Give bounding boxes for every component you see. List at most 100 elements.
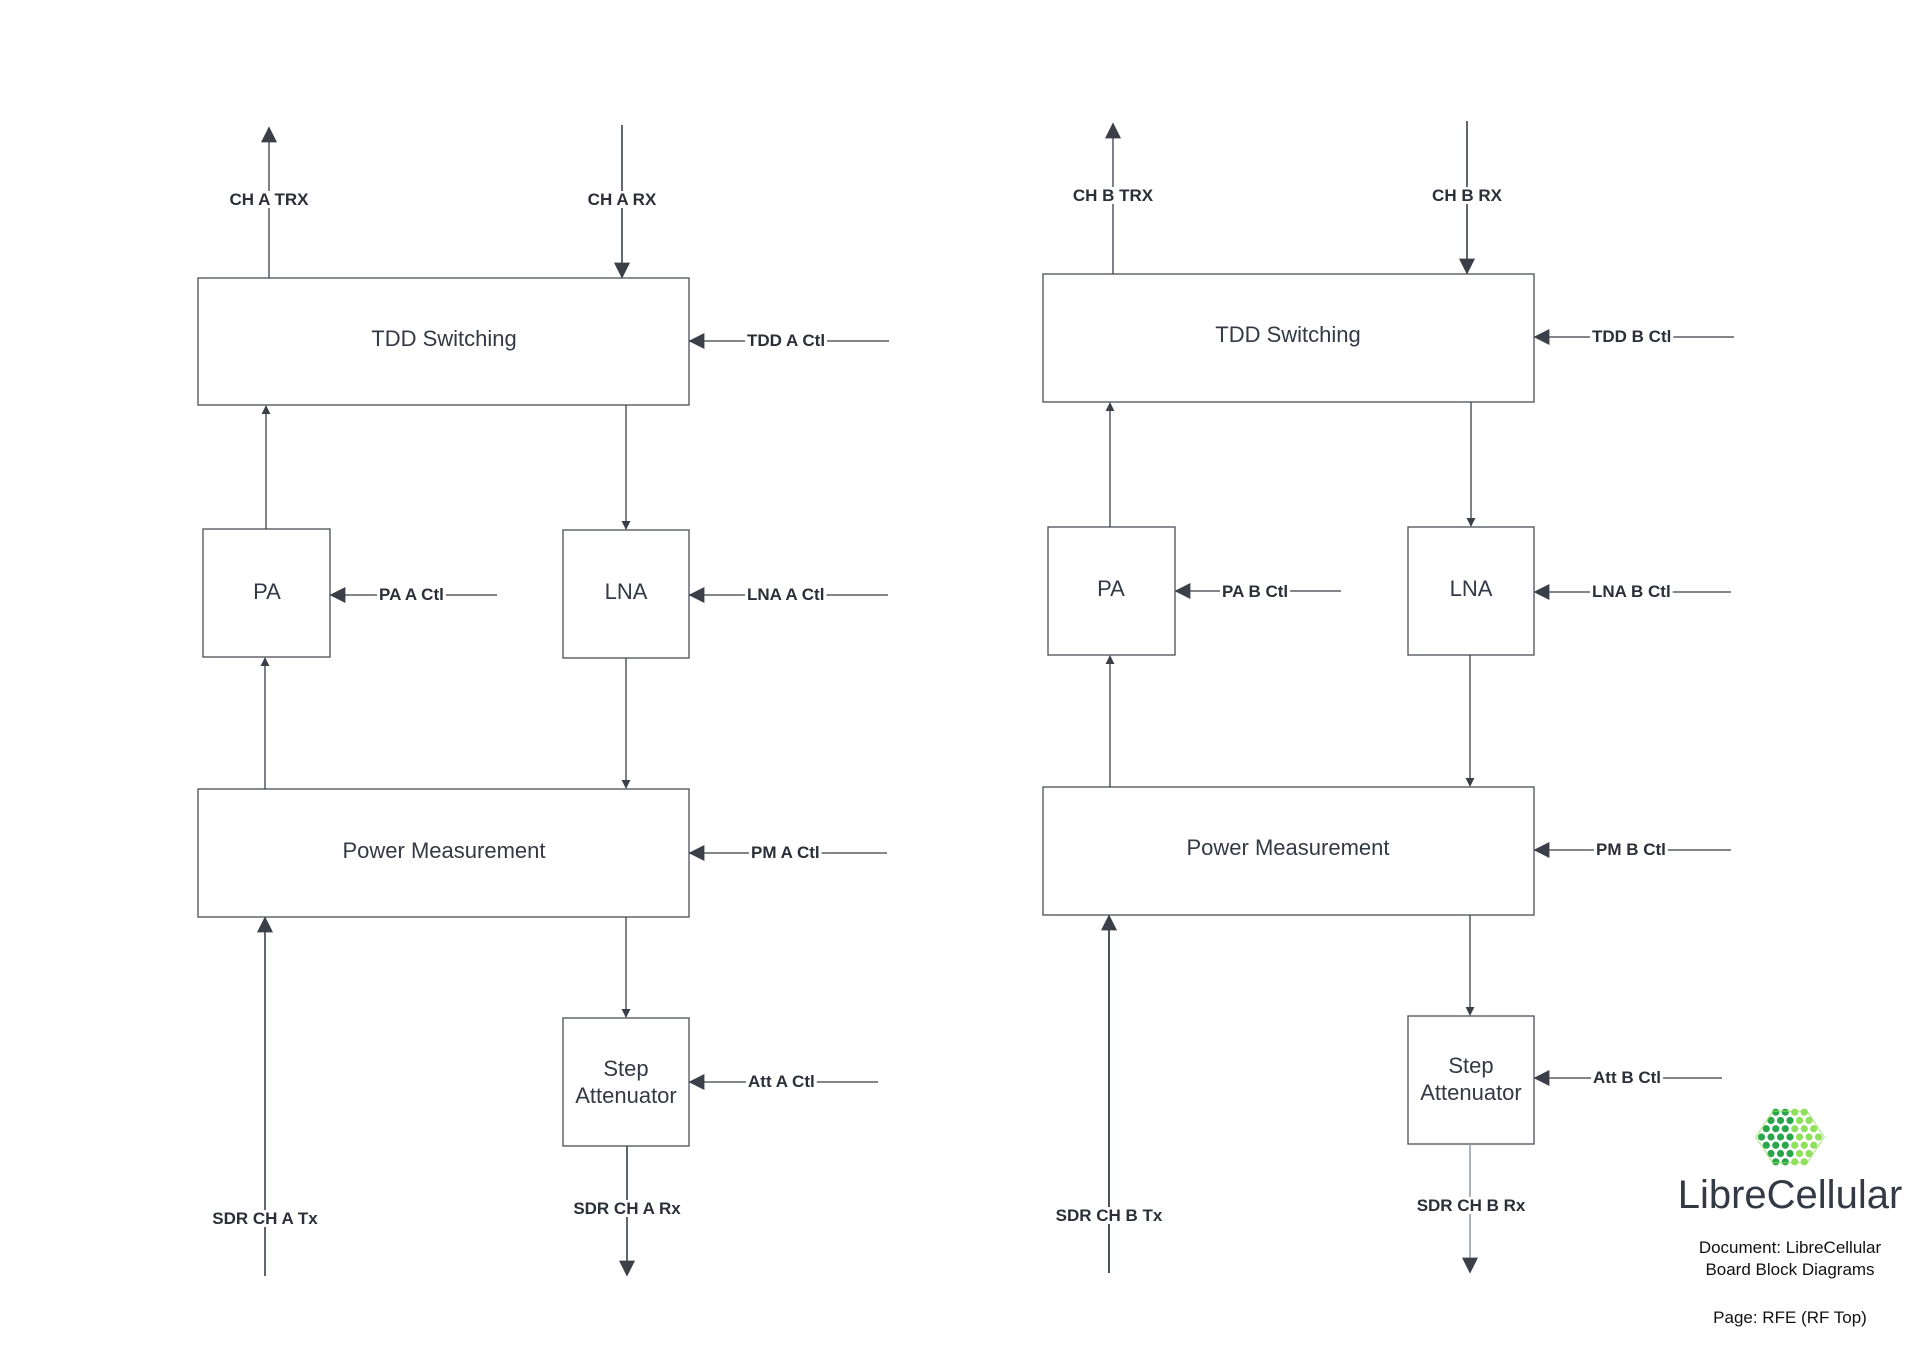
channel-a-pm-ctl-label: PM A Ctl [751,843,820,862]
channel-a-sdr-rx-label: SDR CH A Rx [573,1199,681,1218]
logo-dot [1795,1149,1804,1158]
channel-a-trx-label: CH A TRX [229,190,309,209]
channel-a-power-measurement-label: Power Measurement [343,838,546,863]
logo-dot [1767,1133,1775,1141]
logo-hexagon-outline [1754,1110,1826,1164]
channel-b-signal-labels: CH B TRX CH B RX TDD B Ctl PA B Ctl LNA … [1053,186,1674,1225]
logo-dot [1791,1141,1799,1149]
channel-b-power-measurement-block [1042,786,1535,916]
logo-dot [1772,1158,1780,1166]
logo-dot [1795,1116,1804,1125]
logo-dot [1805,1116,1813,1125]
channel-b-trx-label: CH B TRX [1073,186,1154,205]
label-background [745,586,827,603]
label-background [210,1210,321,1227]
logo-dot [1757,1133,1766,1141]
logo-dot [1810,1125,1818,1133]
logo-dot [1786,1149,1794,1158]
channel-a-tdd-ctl-label: TDD A Ctl [747,331,825,350]
channel-a-step-attenuator-block [562,1017,690,1147]
logo-dot [1805,1133,1813,1141]
logo-dot [1810,1141,1818,1149]
label-background [1414,1197,1528,1214]
label-background [1053,1207,1165,1224]
logo-dot [1776,1133,1785,1141]
document-title-line1: Document: LibreCellular [1699,1238,1882,1257]
label-background [1594,841,1668,858]
logo-dot [1814,1133,1823,1141]
logo-dot [1791,1158,1799,1166]
label-background [1591,1069,1663,1086]
logo-dot [1795,1133,1804,1141]
label-background [746,1073,817,1090]
label-background [571,1200,684,1217]
channel-b-pa-label: PA [1097,576,1125,601]
librecellular-logo: LibreCellular [1678,1108,1903,1217]
channel-b-att-ctl-label: Att B Ctl [1593,1068,1661,1087]
channel-b-lna-label: LNA [1450,576,1493,601]
channel-a-lna-block [562,529,690,659]
channel-b-pa-ctl-label: PA B Ctl [1222,582,1288,601]
channel-b-sdr-rx-label: SDR CH B Rx [1417,1196,1526,1215]
hexagon-dots-icon [1754,1108,1826,1166]
channel-b-attenuator-label: Attenuator [1420,1080,1522,1105]
channel-a-power-measurement-block [197,788,690,918]
channel-a-lna-ctl-label: LNA A Ctl [747,585,824,604]
label-background [377,586,446,603]
channel-a-step-label: Step [603,1056,648,1081]
logo-dot [1772,1125,1780,1133]
channel-b-sdr-tx-label: SDR CH B Tx [1056,1206,1163,1225]
channel-a-diagram [197,125,889,1277]
logo-dot [1800,1125,1808,1133]
logo-dot [1781,1158,1789,1166]
channel-b-rx-label: CH B RX [1432,186,1503,205]
document-title-line2: Board Block Diagrams [1705,1260,1874,1279]
logo-dot [1776,1149,1785,1158]
document-page-label: Page: RFE (RF Top) [1713,1308,1867,1327]
logo-dot [1791,1125,1799,1133]
channel-a-sdr-tx-label: SDR CH A Tx [212,1209,318,1228]
logo-dot [1791,1108,1799,1116]
channel-a-pa-label: PA [253,579,281,604]
logo-dot [1800,1108,1808,1116]
channel-b-tdd-switching-block [1042,273,1535,403]
logo-dot [1781,1108,1789,1116]
channel-b-block-labels: TDD Switching PA LNA Power Measurement S… [1097,322,1522,1105]
logo-dot [1767,1149,1775,1158]
logo-dot [1786,1133,1794,1141]
logo-dot [1772,1141,1780,1149]
logo-wordmark: LibreCellular [1678,1173,1903,1217]
channel-b-lna-ctl-label: LNA B Ctl [1592,582,1671,601]
logo-dot [1800,1141,1808,1149]
channel-a-att-ctl-label: Att A Ctl [748,1072,815,1091]
channel-b-lna-block [1407,526,1535,656]
label-background [1220,583,1291,600]
channel-a-block-labels: TDD Switching PA LNA Power Measurement S… [253,326,677,1108]
channel-a-attenuator-label: Attenuator [575,1083,677,1108]
label-background [745,332,828,349]
logo-dot [1762,1125,1770,1133]
logo-dot [1805,1149,1813,1158]
label-background [1590,583,1673,600]
channel-b-pm-ctl-label: PM B Ctl [1596,840,1666,859]
channel-a-tdd-switching-label: TDD Switching [371,326,516,351]
logo-dot [1772,1108,1780,1116]
logo-dot [1781,1125,1789,1133]
channel-a-pa-block [202,528,331,658]
channel-b-step-attenuator-block [1407,1015,1535,1145]
label-background [227,191,312,208]
channel-b-tdd-switching-label: TDD Switching [1215,322,1360,347]
channel-a-tdd-switching-block [197,277,690,406]
label-background [749,844,822,861]
channel-a-lna-label: LNA [605,579,648,604]
channel-a-rx-label: CH A RX [588,190,657,209]
label-background [1430,187,1505,204]
channel-b-pa-block [1047,526,1176,656]
channel-b-power-measurement-label: Power Measurement [1187,835,1390,860]
logo-dot [1767,1116,1775,1125]
logo-dot [1776,1116,1785,1125]
label-background [1070,187,1156,204]
logo-dot [1786,1116,1794,1125]
channel-b-step-label: Step [1448,1053,1493,1078]
